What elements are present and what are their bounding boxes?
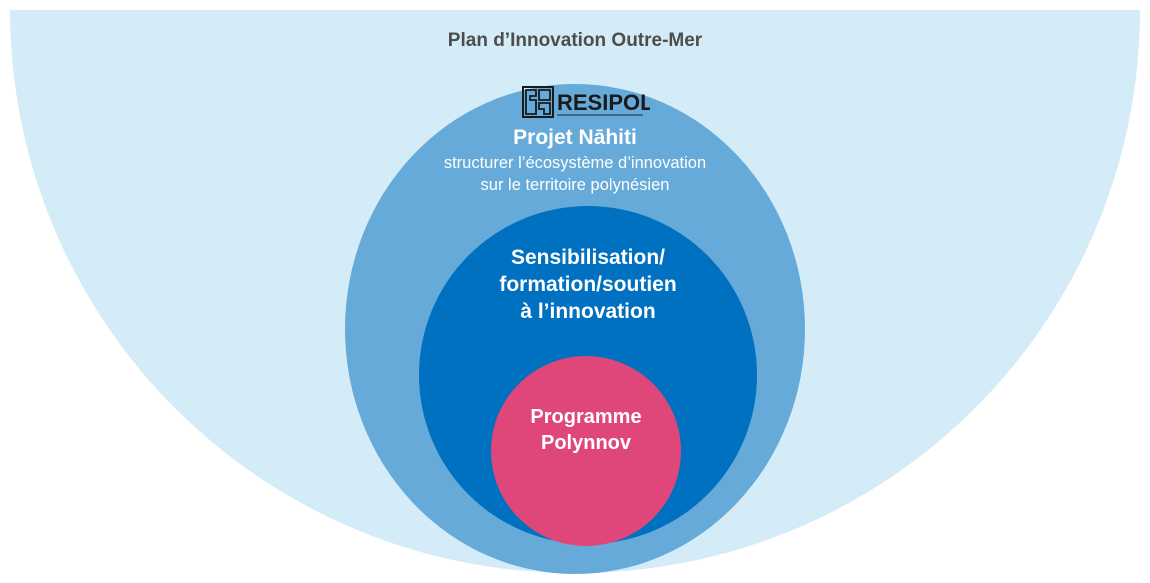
inner-ring-label: Sensibilisation/ formation/soutien à l’i… — [419, 244, 757, 325]
inner-label-line-2: formation/soutien — [499, 273, 677, 296]
resipol-logo: RESIPOL — [522, 86, 650, 118]
project-subtitle-line-2: sur le territoire polynésien — [480, 176, 670, 194]
project-title: Projet Nāhiti — [513, 126, 637, 149]
core-circle-polynnov — [491, 356, 681, 546]
outer-title: Plan d’Innovation Outre-Mer — [447, 30, 703, 51]
core-label-line-2: Polynnov — [540, 432, 631, 454]
inner-label-line-1: Sensibilisation/ — [510, 246, 666, 269]
resipol-emblem-icon — [522, 86, 554, 118]
core-label-line-1: Programme — [530, 406, 642, 428]
project-subtitle: structurer l’écosystème d’innovation sur… — [345, 152, 805, 196]
resipol-logo-text: RESIPOL — [557, 90, 650, 115]
core-label: Programme Polynnov — [491, 404, 681, 456]
inner-label-line-3: à l’innovation — [520, 300, 656, 323]
project-subtitle-line-1: structurer l’écosystème d’innovation — [443, 154, 707, 172]
